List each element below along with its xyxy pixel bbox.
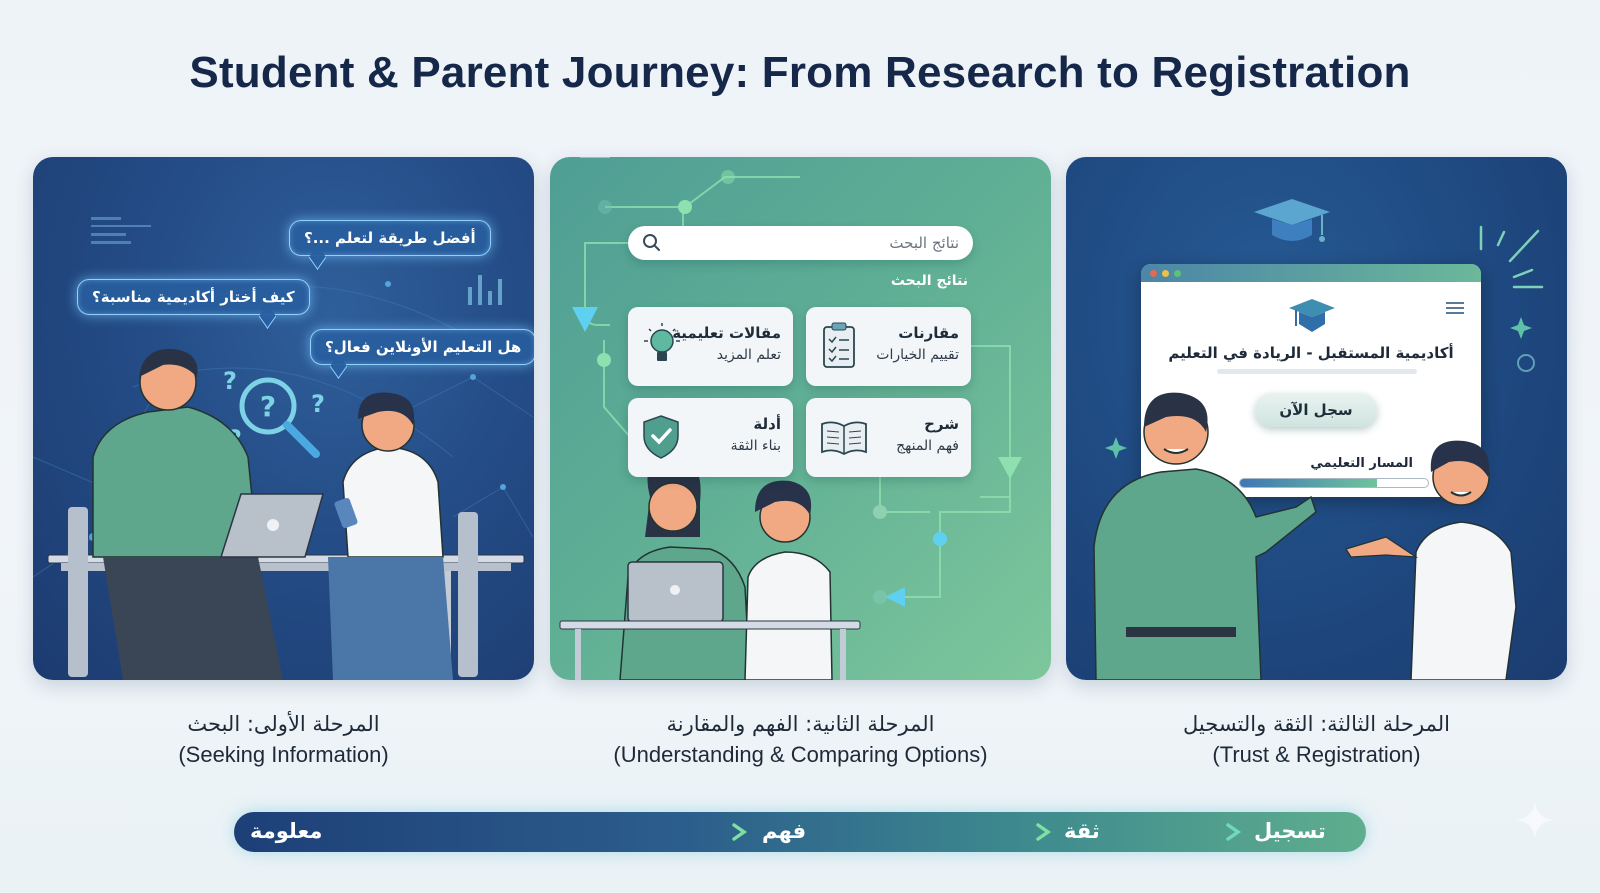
sparkle-icon	[1105, 437, 1127, 459]
result-card-comparisons[interactable]: مقارنات تقييم الخيارات	[806, 307, 971, 386]
window-minimize-dot[interactable]	[1162, 270, 1169, 277]
arrow-down-icon	[998, 457, 1022, 479]
stage-3-title-ar: المرحلة الثالثة: الثقة والتسجيل	[1183, 712, 1450, 736]
card-title: مقالات تعليمية	[672, 324, 781, 342]
browser-titlebar	[1141, 264, 1481, 282]
burst-lines	[1479, 225, 1544, 289]
search-icon	[643, 234, 660, 251]
son-figure	[328, 392, 453, 680]
open-book-icon	[821, 421, 867, 456]
hamburger-menu-icon[interactable]	[1445, 300, 1465, 316]
journey-arrows	[342, 823, 1242, 841]
stage-2-caption: المرحلة الثانية: الفهم والمقارنة (Unders…	[550, 712, 1051, 768]
divider	[1217, 369, 1417, 374]
window-close-dot[interactable]	[1150, 270, 1157, 277]
laptop	[627, 561, 724, 623]
result-card-explanation[interactable]: شرح فهم المنهج	[806, 398, 971, 477]
arrow-down-icon	[572, 307, 598, 332]
window-maximize-dot[interactable]	[1174, 270, 1181, 277]
academy-heading: أكاديمية المستقبل - الريادة في التعليم	[1168, 344, 1454, 362]
card-subtitle: بناء الثقة	[730, 438, 781, 454]
shield-check-icon	[643, 415, 679, 459]
stage-2-title-ar: المرحلة الثانية: الفهم والمقارنة	[666, 712, 935, 736]
laptop	[219, 493, 324, 558]
svg-text:?: ?	[223, 367, 237, 395]
page-title: Student & Parent Journey: From Research …	[189, 48, 1411, 97]
arrow-right-icon	[1114, 823, 1242, 841]
stage-1-illustration: ? ? ? ?	[33, 217, 534, 680]
arrow-right-icon	[822, 823, 1052, 841]
journey-step-information: معلومة	[250, 819, 323, 843]
sparkle-icon	[1510, 317, 1532, 339]
academy-logo-icon	[1289, 299, 1335, 332]
results-label: نتائج البحث	[890, 273, 968, 289]
journey-progress-bar: معلومة فهم ثقة تسجيل	[234, 812, 1366, 852]
question-bubble: هل التعليم الأونلاين فعال؟	[310, 329, 534, 365]
journey-step-understanding: فهم	[762, 819, 807, 843]
arrow-left-icon	[885, 587, 905, 607]
chair-left	[68, 507, 88, 677]
stage-2-illustration	[559, 157, 1022, 680]
question-bubble: كيف أختار أكاديمية مناسبة؟	[77, 279, 310, 315]
stage-3-caption: المرحلة الثالثة: الثقة والتسجيل (Trust &…	[1066, 712, 1567, 768]
stage-1-caption: المرحلة الأولى: البحث (Seeking Informati…	[33, 712, 534, 768]
question-bubble: أفضل طريقة لتعلم ...؟	[289, 220, 491, 256]
circle-decoration	[1517, 354, 1535, 372]
journey-step-trust: ثقة	[1064, 819, 1100, 843]
clipboard-checklist-icon	[823, 322, 855, 368]
search-placeholder: نتائج البحث	[889, 234, 959, 252]
card-title: شرح	[924, 415, 959, 433]
result-card-guides[interactable]: أدلة بناء الثقة	[628, 398, 793, 477]
stage-1-panel: ? ? ? ?	[33, 157, 534, 680]
stage-2-panel: نتائج البحث نتائج البحث مقالات تعليمية ت…	[550, 157, 1051, 680]
sparkle-icon	[1517, 802, 1553, 838]
stage-1-title-ar: المرحلة الأولى: البحث	[187, 712, 380, 736]
stage-3-title-en: (Trust & Registration)	[1212, 742, 1421, 767]
result-card-articles[interactable]: مقالات تعليمية تعلم المزيد	[628, 307, 793, 386]
lightbulb-icon	[644, 323, 680, 361]
code-lines-decoration	[91, 217, 151, 244]
card-title: أدلة	[753, 415, 781, 433]
stage-3-illustration	[1105, 199, 1544, 459]
graduation-cap-icon	[1254, 199, 1330, 242]
register-now-button[interactable]: سجل الآن	[1255, 393, 1377, 427]
table	[559, 620, 861, 680]
search-input[interactable]: نتائج البحث	[628, 226, 973, 260]
card-subtitle: تعلم المزيد	[716, 347, 781, 363]
learning-path-label: المسار التعليمي	[1310, 456, 1413, 471]
stage-1-title-en: (Seeking Information)	[178, 742, 389, 767]
flow-nodes	[597, 170, 947, 604]
card-title: مقارنات	[898, 324, 959, 342]
card-subtitle: فهم المنهج	[896, 438, 959, 454]
father-figure	[92, 348, 283, 680]
svg-text:?: ?	[311, 390, 325, 418]
learning-path-progress	[1239, 478, 1429, 488]
journey-step-registration: تسجيل	[1254, 819, 1326, 843]
chair-right	[458, 512, 478, 677]
stage-2-title-en: (Understanding & Comparing Options)	[613, 742, 988, 767]
son-figure	[744, 480, 833, 680]
arrow-right-icon	[342, 823, 748, 841]
card-subtitle: تقييم الخيارات	[876, 347, 959, 363]
progress-fill	[1240, 479, 1378, 487]
academy-website-window: أكاديمية المستقبل - الريادة في التعليم س…	[1141, 264, 1481, 497]
bar-chart-decoration	[468, 275, 502, 305]
svg-text:?: ?	[260, 390, 276, 423]
stage-3-panel: أكاديمية المستقبل - الريادة في التعليم س…	[1066, 157, 1567, 680]
